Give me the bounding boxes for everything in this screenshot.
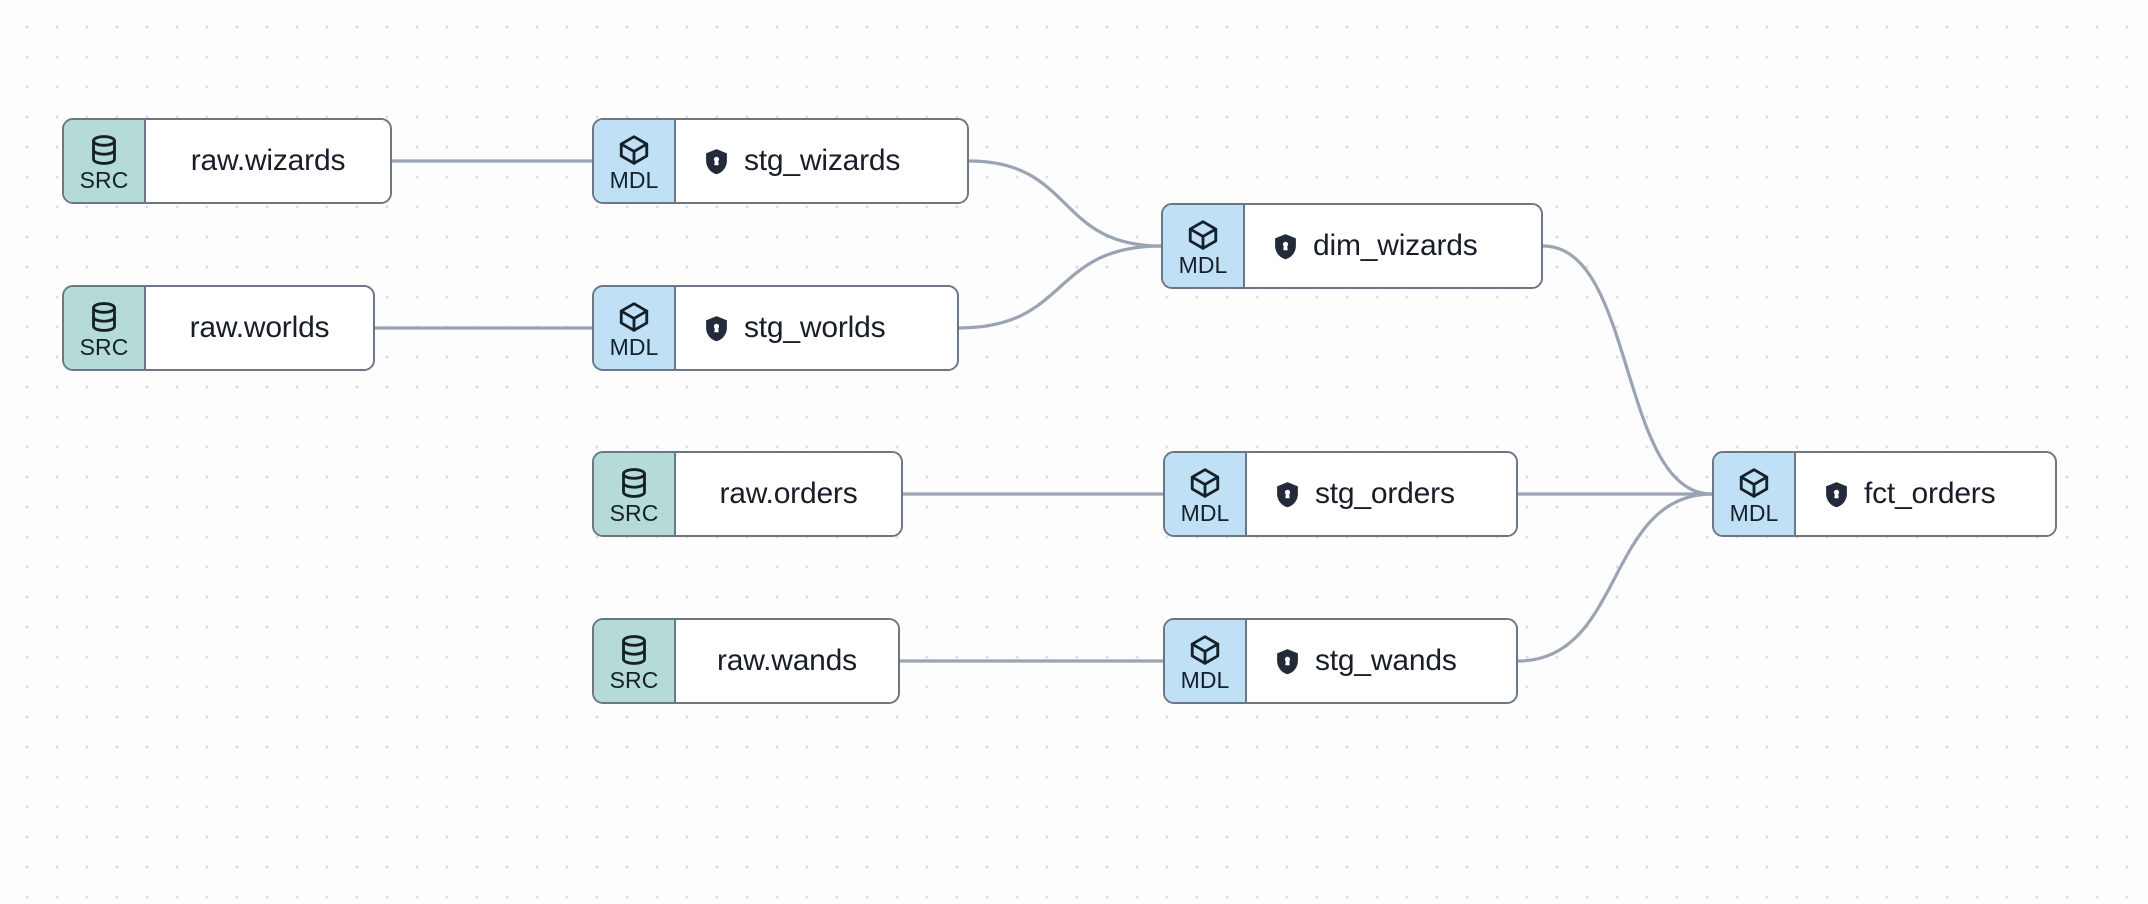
node-body: raw.wizards: [146, 120, 390, 202]
node-raw_worlds[interactable]: SRC raw.worlds: [62, 285, 375, 371]
node-body: dim_wizards: [1245, 205, 1541, 287]
node-badge-mdl: MDL: [1165, 453, 1247, 535]
node-label: stg_orders: [1315, 477, 1455, 510]
node-label: stg_wands: [1315, 644, 1457, 677]
badge-label: SRC: [79, 334, 129, 361]
database-icon: [617, 633, 651, 667]
node-label: dim_wizards: [1313, 229, 1478, 262]
node-label: raw.wizards: [190, 144, 346, 177]
node-body: stg_wizards: [676, 120, 967, 202]
edge-stg_wands-to-fct_orders: [1516, 492, 1714, 663]
node-body: raw.wands: [676, 620, 898, 702]
node-label: stg_worlds: [744, 311, 886, 344]
cube-icon: [1188, 633, 1222, 667]
node-badge-mdl: MDL: [1165, 620, 1247, 702]
shield-lock-icon: [702, 314, 731, 343]
edge-stg_worlds-to-dim_wizards: [957, 244, 1163, 330]
node-body: stg_worlds: [676, 287, 957, 369]
shield-lock-icon: [1273, 647, 1302, 676]
badge-label: SRC: [609, 500, 659, 527]
node-raw_wands[interactable]: SRC raw.wands: [592, 618, 900, 704]
shield-lock-icon: [702, 147, 731, 176]
cube-icon: [1737, 466, 1771, 500]
cube-icon: [1188, 466, 1222, 500]
badge-label: SRC: [79, 167, 129, 194]
badge-label: MDL: [1180, 500, 1230, 527]
node-body: stg_orders: [1247, 453, 1516, 535]
node-stg_wizards[interactable]: MDL stg_wizards: [592, 118, 969, 204]
badge-label: MDL: [1178, 252, 1228, 279]
cube-icon: [1186, 218, 1220, 252]
node-dim_wizards[interactable]: MDL dim_wizards: [1161, 203, 1543, 289]
node-badge-src: SRC: [64, 120, 146, 202]
node-badge-src: SRC: [594, 620, 676, 702]
shield-lock-icon: [1822, 480, 1851, 509]
edge-stg_wizards-to-dim_wizards: [967, 159, 1163, 248]
node-badge-mdl: MDL: [1714, 453, 1796, 535]
node-label: raw.worlds: [189, 311, 330, 344]
node-body: raw.worlds: [146, 287, 373, 369]
node-label: fct_orders: [1864, 477, 1996, 510]
cube-icon: [617, 133, 651, 167]
database-icon: [617, 466, 651, 500]
badge-label: MDL: [1180, 667, 1230, 694]
node-badge-mdl: MDL: [594, 120, 676, 202]
node-badge-mdl: MDL: [594, 287, 676, 369]
cube-icon: [617, 300, 651, 334]
badge-label: MDL: [1729, 500, 1779, 527]
badge-label: MDL: [609, 167, 659, 194]
node-badge-src: SRC: [64, 287, 146, 369]
node-raw_wizards[interactable]: SRC raw.wizards: [62, 118, 392, 204]
node-badge-src: SRC: [594, 453, 676, 535]
node-raw_orders[interactable]: SRC raw.orders: [592, 451, 903, 537]
node-badge-mdl: MDL: [1163, 205, 1245, 287]
node-label: raw.orders: [719, 477, 858, 510]
node-label: stg_wizards: [744, 144, 901, 177]
shield-lock-icon: [1271, 232, 1300, 261]
node-body: fct_orders: [1796, 453, 2055, 535]
node-body: stg_wands: [1247, 620, 1516, 702]
node-stg_worlds[interactable]: MDL stg_worlds: [592, 285, 959, 371]
edge-dim_wizards-to-fct_orders: [1541, 244, 1714, 496]
badge-label: SRC: [609, 667, 659, 694]
node-body: raw.orders: [676, 453, 901, 535]
node-fct_orders[interactable]: MDL fct_orders: [1712, 451, 2057, 537]
node-stg_orders[interactable]: MDL stg_orders: [1163, 451, 1518, 537]
node-label: raw.wands: [717, 644, 857, 677]
node-stg_wands[interactable]: MDL stg_wands: [1163, 618, 1518, 704]
database-icon: [87, 133, 121, 167]
shield-lock-icon: [1273, 480, 1302, 509]
badge-label: MDL: [609, 334, 659, 361]
database-icon: [87, 300, 121, 334]
